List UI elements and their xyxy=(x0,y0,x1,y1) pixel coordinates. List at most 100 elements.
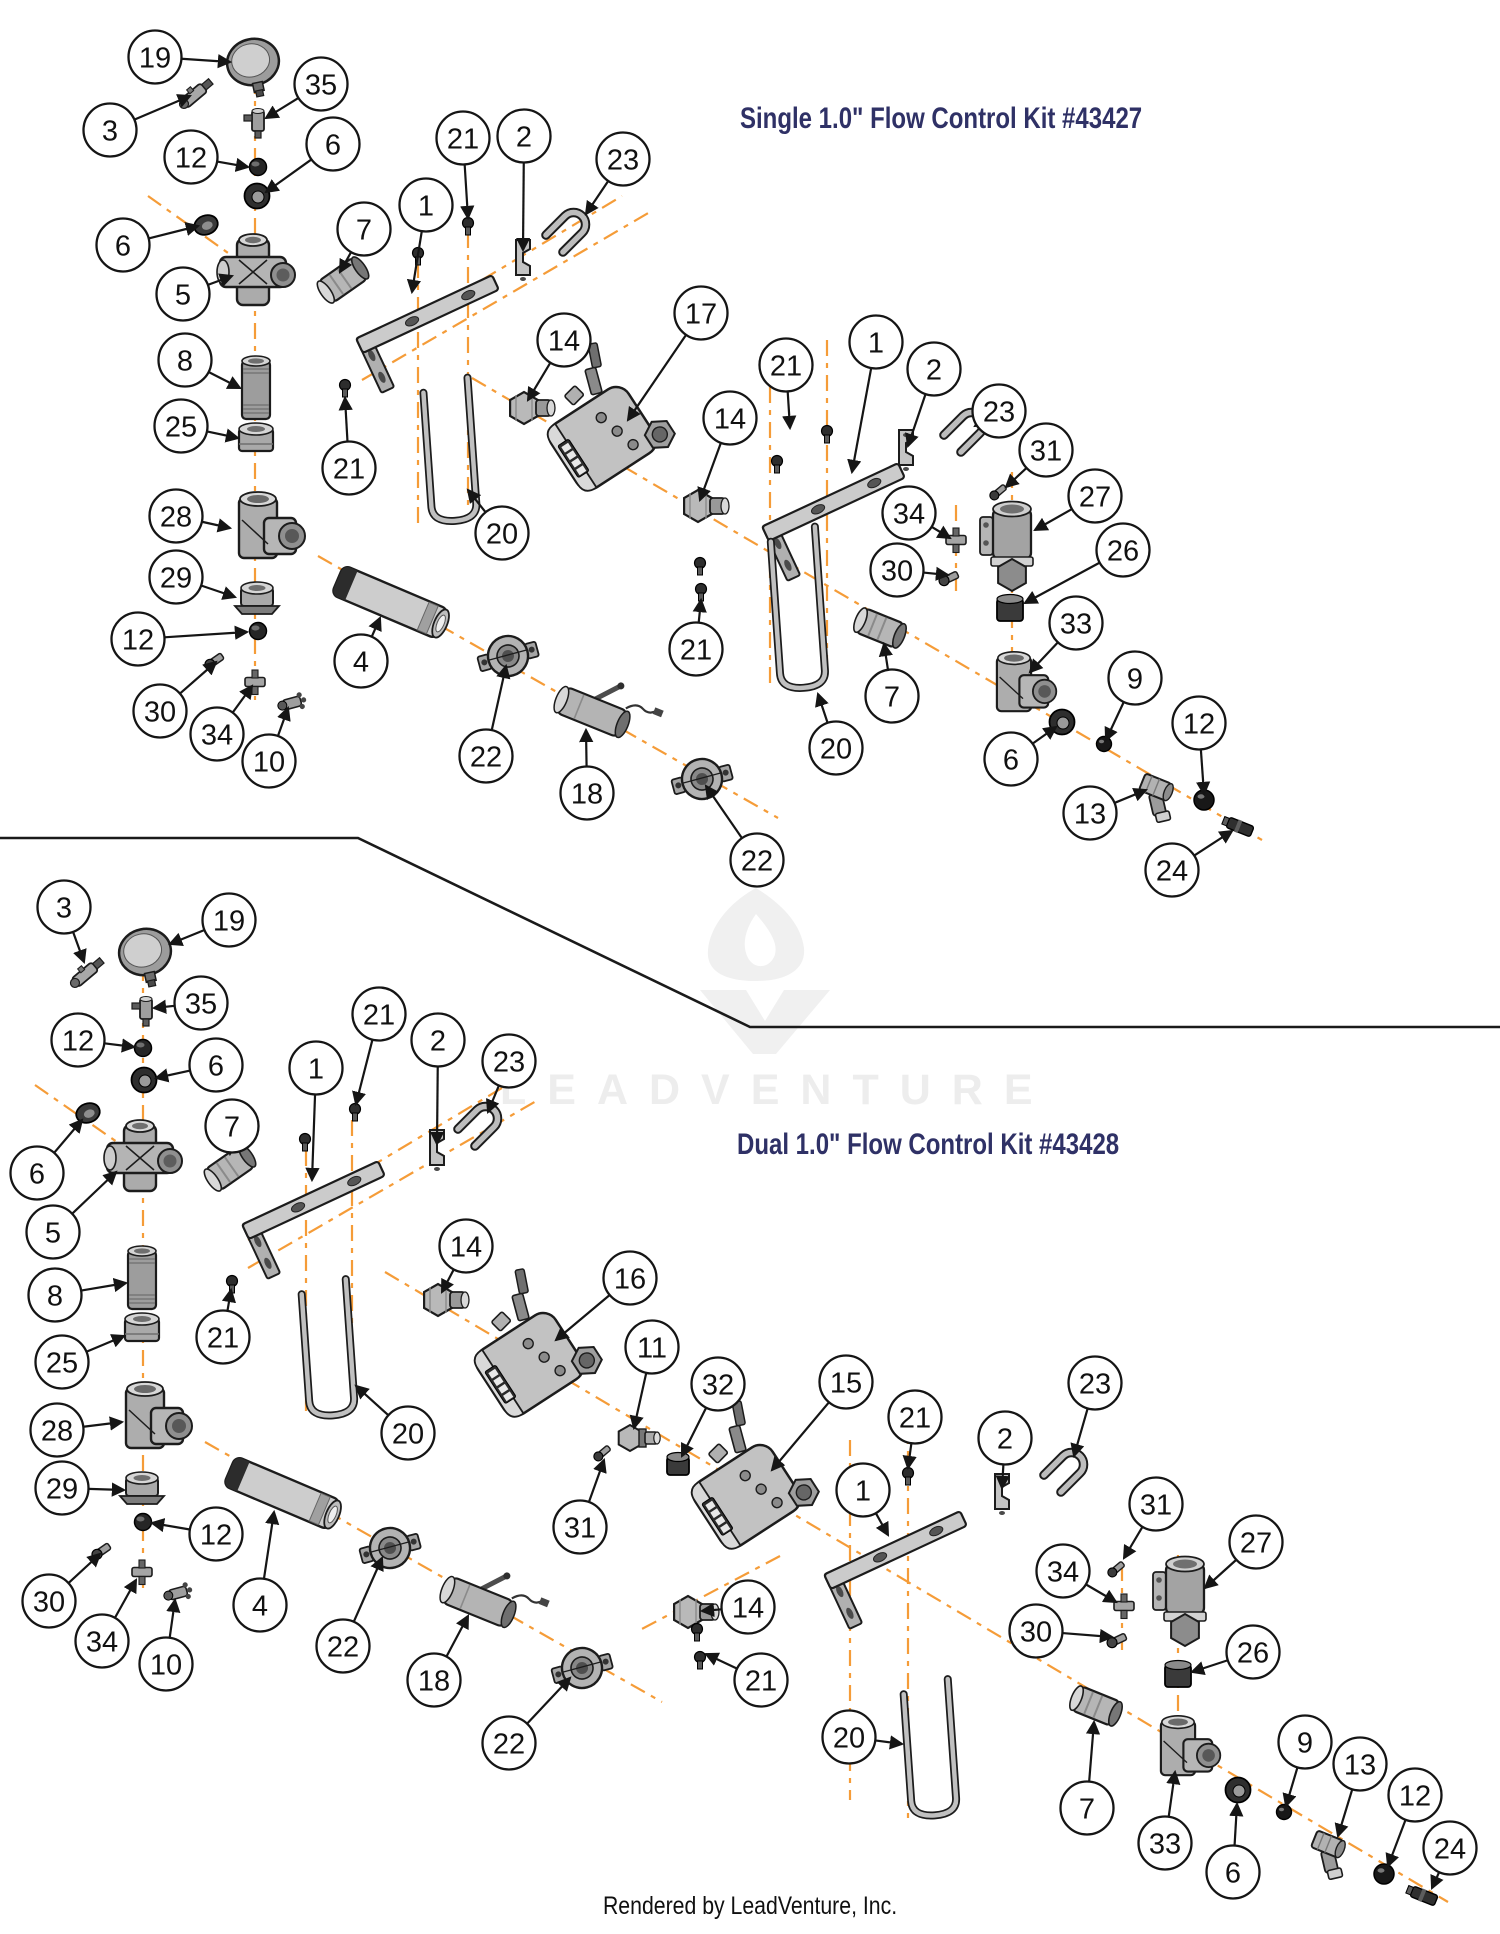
callout-balloon-4[interactable]: 4 xyxy=(232,1577,288,1633)
callout-balloon-17[interactable]: 17 xyxy=(673,285,729,341)
callout-balloon-9[interactable]: 9 xyxy=(1107,650,1163,706)
callout-balloon-1[interactable]: 1 xyxy=(848,314,904,370)
callout-balloon-12[interactable]: 12 xyxy=(1171,695,1227,751)
callout-balloon-13[interactable]: 13 xyxy=(1062,785,1118,841)
callout-balloon-30[interactable]: 30 xyxy=(1008,1603,1064,1659)
callout-balloon-23[interactable]: 23 xyxy=(481,1033,537,1089)
callout-balloon-1[interactable]: 1 xyxy=(398,177,454,233)
part-nut xyxy=(133,1512,153,1532)
callout-balloon-8[interactable]: 8 xyxy=(157,332,213,388)
callout-balloon-33[interactable]: 33 xyxy=(1137,1815,1193,1871)
callout-balloon-23[interactable]: 23 xyxy=(595,131,651,187)
callout-balloon-2[interactable]: 2 xyxy=(496,108,552,164)
callout-balloon-31[interactable]: 31 xyxy=(552,1499,608,1555)
callout-balloon-15[interactable]: 15 xyxy=(818,1354,874,1410)
callout-balloon-6[interactable]: 6 xyxy=(9,1145,65,1201)
callout-balloon-2[interactable]: 2 xyxy=(977,1410,1033,1466)
callout-balloon-20[interactable]: 20 xyxy=(821,1709,877,1765)
callout-balloon-6[interactable]: 6 xyxy=(305,116,361,172)
callout-balloon-21[interactable]: 21 xyxy=(668,621,724,677)
callout-balloon-14[interactable]: 14 xyxy=(702,390,758,446)
callout-balloon-30[interactable]: 30 xyxy=(869,542,925,598)
callout-balloon-21[interactable]: 21 xyxy=(351,986,407,1042)
callout-balloon-21[interactable]: 21 xyxy=(887,1389,943,1445)
callout-balloon-22[interactable]: 22 xyxy=(315,1618,371,1674)
callout-balloon-20[interactable]: 20 xyxy=(808,720,864,776)
callout-balloon-16[interactable]: 16 xyxy=(602,1250,658,1306)
callout-balloon-8[interactable]: 8 xyxy=(27,1267,83,1323)
callout-balloon-18[interactable]: 18 xyxy=(559,765,615,821)
callout-balloon-28[interactable]: 28 xyxy=(29,1402,85,1458)
callout-balloon-24[interactable]: 24 xyxy=(1422,1820,1478,1876)
callout-balloon-14[interactable]: 14 xyxy=(720,1579,776,1635)
callout-balloon-23[interactable]: 23 xyxy=(971,383,1027,439)
leader-line xyxy=(148,222,201,240)
callout-balloon-35[interactable]: 35 xyxy=(293,56,349,112)
callout-balloon-18[interactable]: 18 xyxy=(406,1652,462,1708)
callout-balloon-34[interactable]: 34 xyxy=(74,1613,130,1669)
callout-balloon-27[interactable]: 27 xyxy=(1067,468,1123,524)
callout-balloon-30[interactable]: 30 xyxy=(21,1573,77,1629)
callout-balloon-34[interactable]: 34 xyxy=(1035,1543,1091,1599)
callout-balloon-35[interactable]: 35 xyxy=(173,975,229,1031)
callout-balloon-5[interactable]: 5 xyxy=(155,266,211,322)
callout-balloon-19[interactable]: 19 xyxy=(201,892,257,948)
callout-balloon-29[interactable]: 29 xyxy=(148,549,204,605)
callout-balloon-20[interactable]: 20 xyxy=(474,505,530,561)
callout-balloon-1[interactable]: 1 xyxy=(288,1040,344,1096)
callout-balloon-34[interactable]: 34 xyxy=(189,706,245,762)
callout-balloon-25[interactable]: 25 xyxy=(34,1334,90,1390)
callout-balloon-29[interactable]: 29 xyxy=(34,1460,90,1516)
callout-balloon-12[interactable]: 12 xyxy=(188,1506,244,1562)
callout-balloon-34[interactable]: 34 xyxy=(881,485,937,541)
callout-balloon-10[interactable]: 10 xyxy=(241,733,297,789)
callout-balloon-7[interactable]: 7 xyxy=(204,1098,260,1154)
callout-balloon-11[interactable]: 11 xyxy=(624,1319,680,1375)
callout-balloon-21[interactable]: 21 xyxy=(321,440,377,496)
callout-balloon-20[interactable]: 20 xyxy=(380,1405,436,1461)
callout-balloon-7[interactable]: 7 xyxy=(1059,1780,1115,1836)
callout-balloon-31[interactable]: 31 xyxy=(1018,422,1074,478)
callout-balloon-21[interactable]: 21 xyxy=(435,110,491,166)
callout-balloon-24[interactable]: 24 xyxy=(1144,842,1200,898)
callout-balloon-25[interactable]: 25 xyxy=(153,398,209,454)
callout-balloon-14[interactable]: 14 xyxy=(438,1218,494,1274)
callout-balloon-7[interactable]: 7 xyxy=(336,201,392,257)
callout-balloon-10[interactable]: 10 xyxy=(138,1636,194,1692)
callout-balloon-22[interactable]: 22 xyxy=(458,728,514,784)
callout-balloon-9[interactable]: 9 xyxy=(1277,1714,1333,1770)
callout-balloon-13[interactable]: 13 xyxy=(1332,1736,1388,1792)
callout-balloon-33[interactable]: 33 xyxy=(1048,595,1104,651)
callout-balloon-4[interactable]: 4 xyxy=(333,633,389,689)
callout-balloon-14[interactable]: 14 xyxy=(536,312,592,368)
callout-balloon-23[interactable]: 23 xyxy=(1067,1355,1123,1411)
callout-balloon-1[interactable]: 1 xyxy=(835,1462,891,1518)
callout-balloon-12[interactable]: 12 xyxy=(1387,1767,1443,1823)
callout-balloon-28[interactable]: 28 xyxy=(148,488,204,544)
callout-balloon-5[interactable]: 5 xyxy=(25,1204,81,1260)
callout-balloon-32[interactable]: 32 xyxy=(690,1356,746,1412)
callout-balloon-21[interactable]: 21 xyxy=(758,337,814,393)
callout-balloon-3[interactable]: 3 xyxy=(82,102,138,158)
callout-balloon-31[interactable]: 31 xyxy=(1128,1476,1184,1532)
callout-balloon-19[interactable]: 19 xyxy=(127,29,183,85)
callout-balloon-22[interactable]: 22 xyxy=(729,832,785,888)
callout-balloon-2[interactable]: 2 xyxy=(410,1012,466,1068)
callout-balloon-6[interactable]: 6 xyxy=(95,217,151,273)
callout-balloon-3[interactable]: 3 xyxy=(36,879,92,935)
callout-balloon-6[interactable]: 6 xyxy=(1205,1844,1261,1900)
callout-balloon-2[interactable]: 2 xyxy=(906,341,962,397)
callout-balloon-30[interactable]: 30 xyxy=(132,683,188,739)
callout-balloon-26[interactable]: 26 xyxy=(1095,522,1151,578)
callout-balloon-12[interactable]: 12 xyxy=(163,129,219,185)
callout-balloon-12[interactable]: 12 xyxy=(110,611,166,667)
callout-balloon-7[interactable]: 7 xyxy=(864,668,920,724)
callout-balloon-21[interactable]: 21 xyxy=(733,1652,789,1708)
callout-balloon-26[interactable]: 26 xyxy=(1225,1624,1281,1680)
callout-balloon-22[interactable]: 22 xyxy=(481,1715,537,1771)
callout-balloon-27[interactable]: 27 xyxy=(1228,1514,1284,1570)
callout-balloon-12[interactable]: 12 xyxy=(50,1012,106,1068)
callout-balloon-21[interactable]: 21 xyxy=(195,1309,251,1365)
callout-balloon-6[interactable]: 6 xyxy=(188,1037,244,1093)
callout-balloon-6[interactable]: 6 xyxy=(983,731,1039,787)
